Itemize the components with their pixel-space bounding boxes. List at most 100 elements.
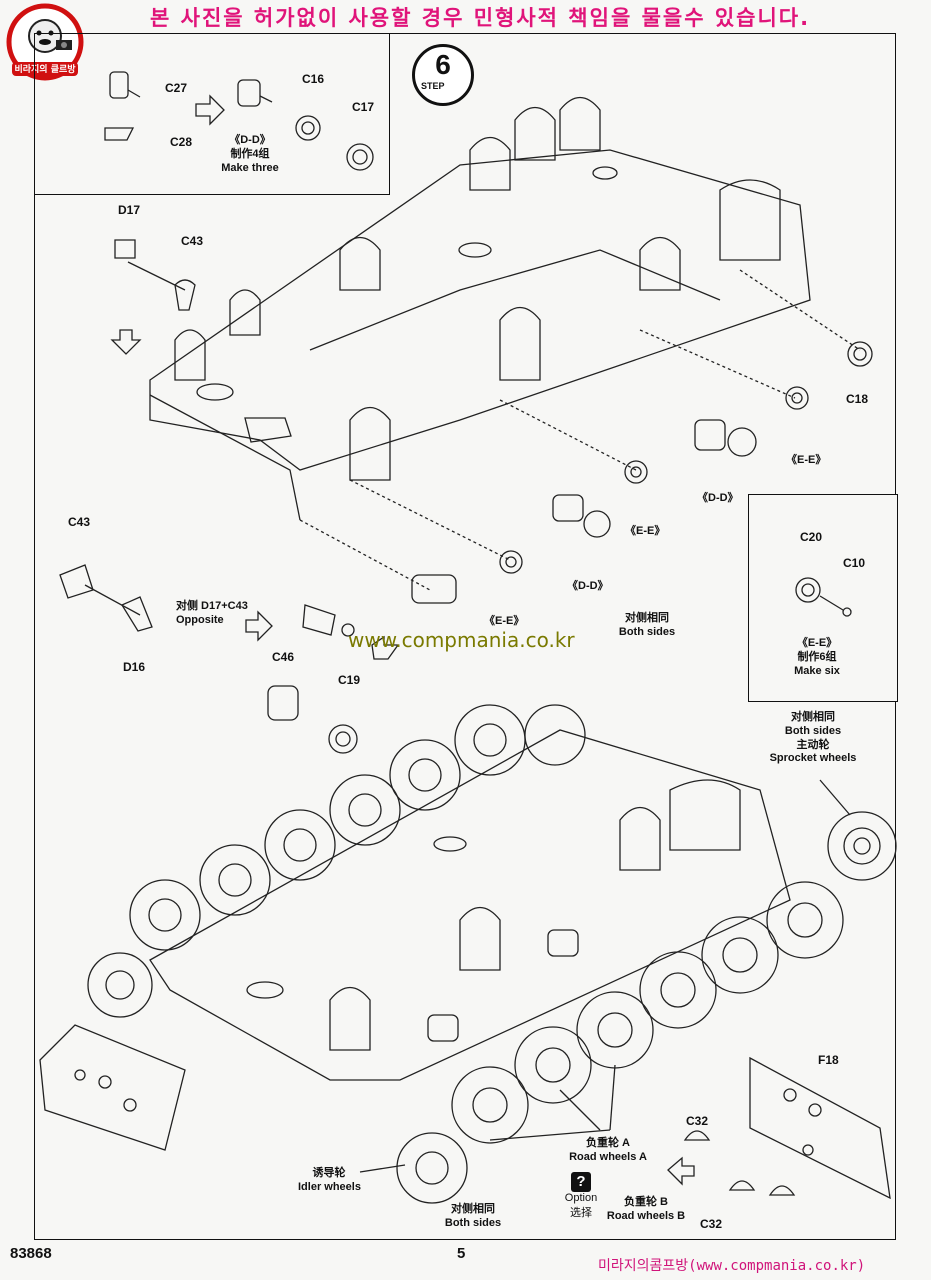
idler-cn: 诱导轮 (312, 1167, 346, 1179)
part-c27-icon (109, 71, 141, 99)
label-c43-top: C43 (181, 234, 204, 248)
label-ee-3: 《E-E》 (484, 615, 525, 627)
label-c19: C19 (338, 673, 361, 687)
both-sides-bottom-cn: 对侧相同 (451, 1203, 495, 1215)
label-c28: C28 (170, 135, 193, 149)
option-cn: 选择 (570, 1206, 592, 1219)
part-ee-low-icon (499, 550, 523, 574)
step-word: STEP (421, 81, 445, 91)
part-c43-d16-icon (59, 564, 153, 632)
part-c20-c10-icon (795, 577, 852, 617)
label-c17: C17 (352, 100, 375, 114)
dd-code: 《D-D》 (229, 134, 271, 146)
label-c20: C20 (800, 530, 823, 544)
road-b-en: Road wheels B (606, 1209, 686, 1222)
logo-text: 비라지의 클르방 (14, 65, 76, 75)
hull-upper-outline (149, 149, 811, 471)
dd-cn: 制作4组 (230, 147, 270, 160)
label-both-sides-mid: 对侧相同 Both sides (612, 612, 682, 640)
arrow-right-icon (195, 94, 225, 126)
hull-lower-outline (149, 729, 791, 1081)
copyright-banner: 본 사진을 허가없이 사용할 경우 민형사적 책임을 물을수 있습니다. (150, 6, 811, 30)
suspension-lower (329, 779, 741, 1051)
suspension-upper (174, 96, 781, 481)
part-ee-mid-icon (624, 460, 648, 484)
label-ee-make-six: 《E-E》 制作6组 Make six (782, 637, 852, 678)
option-en: Option (564, 1192, 598, 1204)
model-number: 83868 (10, 1245, 52, 1262)
label-dd-1: 《D-D》 (697, 492, 739, 504)
part-opposite-hub-icon (302, 604, 355, 637)
ee-cn: 制作6组 (797, 650, 837, 663)
part-c19-icon (328, 724, 358, 754)
label-idler: 诱导轮 Idler wheels (298, 1167, 361, 1195)
both-sides-mid-en: Both sides (618, 625, 676, 638)
part-dd-mid-icon (552, 494, 611, 538)
part-c28-icon (104, 127, 135, 141)
label-ee-1: 《E-E》 (786, 454, 827, 466)
footer-site: 미라지의콤프방(www.compmania.co.kr) (598, 1258, 866, 1274)
label-dd-2: 《D-D》 (567, 580, 609, 592)
road-b-cn: 负重轮 B (624, 1196, 668, 1208)
ee-en: Make six (794, 664, 840, 677)
plate-left-icon (39, 1024, 186, 1151)
label-sprocket: 对侧相同 Both sides 主动轮 Sprocket wheels (768, 711, 858, 766)
part-ee-upper-icon (785, 386, 809, 410)
ee-code: 《E-E》 (796, 637, 838, 649)
both-sides-bottom-en: Both sides (444, 1216, 502, 1229)
sprocket-cn2: 主动轮 (796, 738, 830, 751)
label-d16: D16 (123, 660, 146, 674)
label-f18: F18 (818, 1053, 839, 1067)
sprocket-wheel-icon (827, 811, 897, 881)
watermark-site: www.compmania.co.kr (348, 628, 575, 652)
sprocket-en1: Both sides (784, 724, 842, 737)
subassembly-box-ee (748, 494, 898, 702)
label-c43-left: C43 (68, 515, 91, 529)
mascot-logo-icon: 비라지의 클르방 (0, 0, 100, 90)
label-opposite: 对侧 D17+C43 Opposite (176, 600, 248, 628)
part-d17-c43-icon (114, 239, 196, 311)
part-dd-low-icon (411, 574, 457, 604)
sprocket-en2: Sprocket wheels (769, 752, 857, 765)
arrow-down-icon (110, 329, 142, 355)
label-c18: C18 (846, 392, 869, 406)
opposite-en: Opposite (176, 613, 224, 626)
part-c32-icon (683, 1130, 796, 1196)
question-icon: ? (571, 1172, 591, 1192)
plate-f18-icon (749, 1056, 891, 1200)
label-ee-2: 《E-E》 (625, 525, 666, 537)
label-road-a: 负重轮 A Road wheels A (563, 1137, 653, 1165)
arrow-right-icon (245, 610, 273, 642)
both-sides-mid-cn: 对侧相同 (625, 612, 669, 624)
label-c16: C16 (302, 72, 325, 86)
label-c10: C10 (843, 556, 866, 570)
road-a-cn: 负重轮 A (586, 1137, 630, 1149)
arrow-diag-icon (371, 635, 400, 660)
part-c46-icon (267, 685, 299, 721)
part-c17-icon (295, 115, 374, 171)
label-c32-bottom: C32 (700, 1217, 723, 1231)
part-dd-upper-icon (694, 419, 757, 457)
page-number: 5 (457, 1245, 466, 1262)
sprocket-cn1: 对侧相同 (791, 711, 835, 723)
label-dd-make-three: 《D-D》 制作4组 Make three (210, 134, 290, 175)
idler-en: Idler wheels (298, 1180, 361, 1193)
label-d17: D17 (118, 203, 141, 217)
step-number: 6 (435, 49, 451, 80)
dd-en: Make three (221, 161, 279, 174)
step-badge: 6 STEP (412, 44, 474, 106)
label-road-b: 负重轮 B Road wheels B (606, 1196, 686, 1224)
opposite-cn: 对侧 D17+C43 (176, 600, 248, 612)
label-c27: C27 (165, 81, 188, 95)
label-both-sides-bottom: 对侧相同 Both sides (438, 1203, 508, 1231)
part-c16-icon (237, 79, 273, 107)
idler-wheel-icon (87, 952, 468, 1204)
label-c32-top: C32 (686, 1114, 709, 1128)
part-c18-icon (847, 341, 873, 367)
road-a-en: Road wheels A (569, 1150, 647, 1163)
option-indicator: ? Option 选择 (560, 1172, 602, 1220)
label-c46: C46 (272, 650, 295, 664)
arrow-diag-icon (667, 1156, 695, 1186)
road-wheels-near (451, 881, 844, 1144)
